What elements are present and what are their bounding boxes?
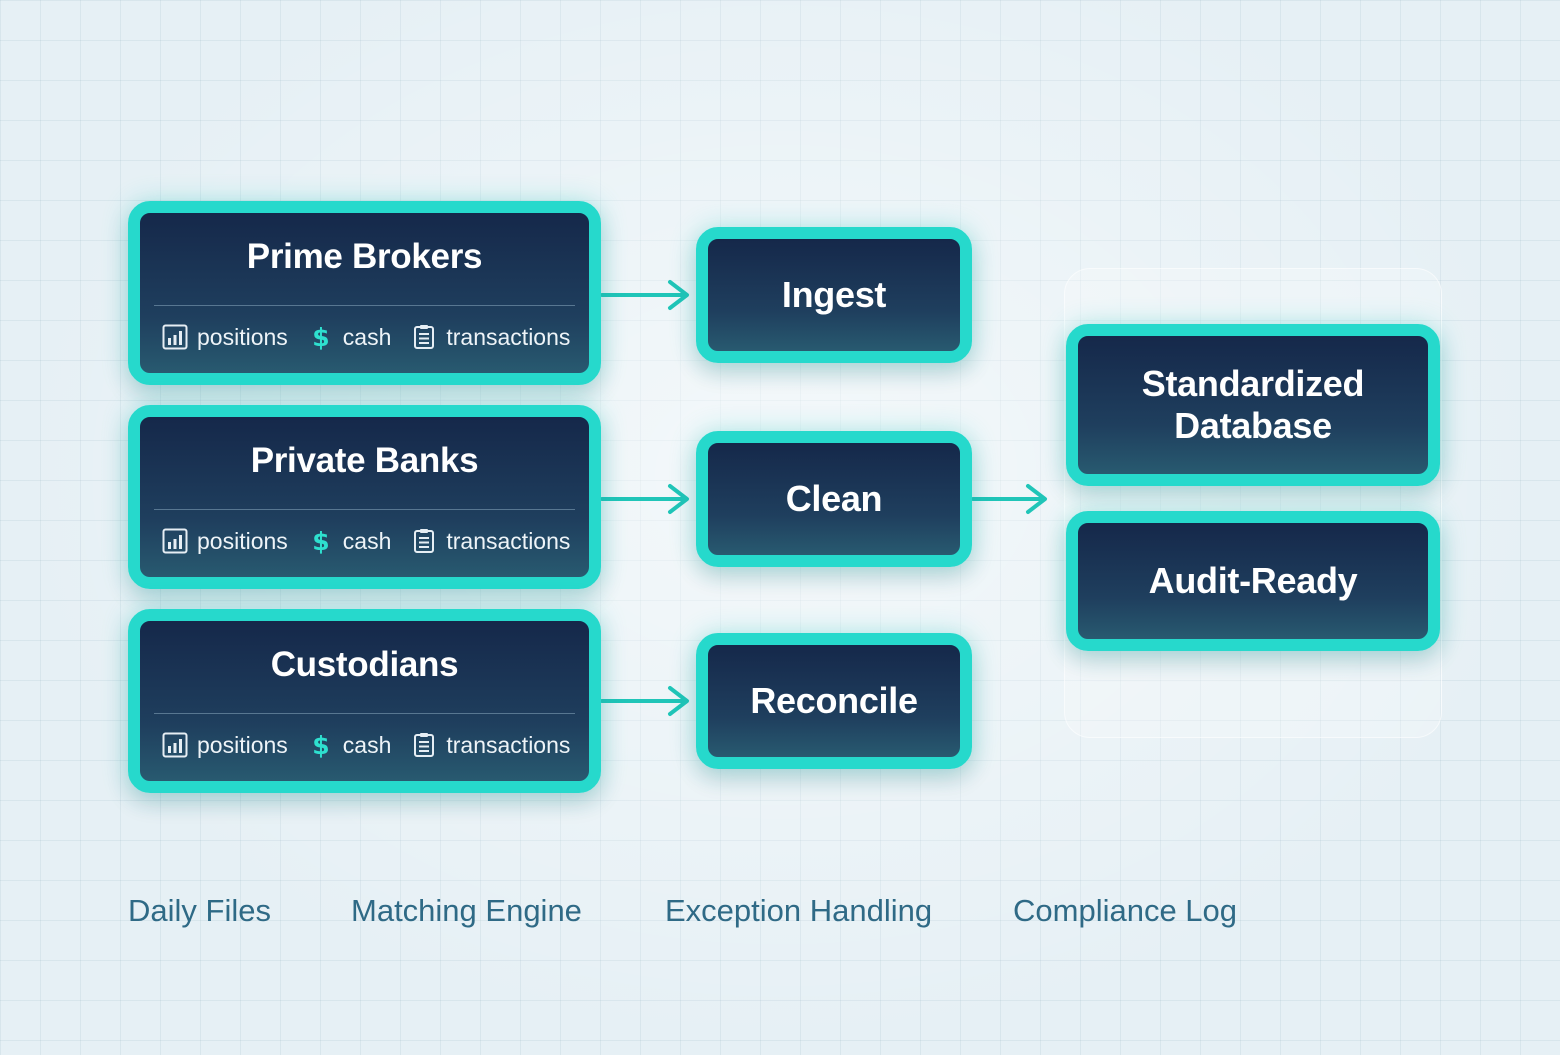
source-private-banks: Private Banks positions $ cash transacti… [128, 405, 601, 589]
source-prime-brokers: Prime Brokers positions $ cash transacti… [128, 201, 601, 385]
tag-label: positions [197, 323, 288, 350]
tag-cash: $ cash [308, 731, 392, 759]
source-custodians: Custodians positions $ cash transactions [128, 609, 601, 793]
source-title: Prime Brokers [246, 237, 483, 276]
bar-chart-icon [162, 528, 188, 554]
step-clean: Clean [696, 431, 972, 567]
tag-label: cash [342, 323, 392, 350]
step-label: Reconcile [750, 680, 918, 721]
tag-label: cash [342, 731, 392, 758]
tag-cash: $ cash [308, 323, 392, 351]
arrow-clean-to-outputs [971, 484, 1047, 514]
step-reconcile: Reconcile [696, 633, 972, 769]
step-label: Clean [785, 478, 883, 519]
dollar-icon: $ [308, 732, 334, 758]
svg-text:$: $ [312, 324, 329, 350]
tag-positions: positions [162, 324, 288, 351]
tag-positions: positions [162, 528, 288, 555]
bar-chart-icon [162, 732, 188, 758]
source-tags: positions $ cash transactions [162, 319, 570, 355]
tag-transactions: transactions [411, 324, 570, 351]
tag-transactions: transactions [411, 732, 570, 759]
step-ingest: Ingest [696, 227, 972, 363]
tag-transactions: transactions [411, 528, 570, 555]
output-label: Audit-Ready [1148, 560, 1358, 601]
footer-label-daily-files: Daily Files [128, 893, 271, 928]
tag-label: transactions [446, 323, 571, 350]
source-title: Private Banks [250, 441, 479, 480]
tag-label: positions [197, 731, 288, 758]
output-label: Standardized Database [1141, 363, 1365, 446]
document-list-icon [411, 732, 437, 758]
step-label: Ingest [781, 274, 887, 315]
tag-label: positions [197, 527, 288, 554]
tag-cash: $ cash [308, 527, 392, 555]
svg-text:$: $ [312, 732, 329, 758]
document-list-icon [411, 324, 437, 350]
divider [154, 713, 575, 714]
output-audit-ready: Audit-Ready [1066, 511, 1440, 651]
footer-label-exception-handling: Exception Handling [665, 893, 933, 928]
divider [154, 509, 575, 510]
divider [154, 305, 575, 306]
arrow-prime-brokers-to-ingest [600, 280, 689, 310]
document-list-icon [411, 528, 437, 554]
dollar-icon: $ [308, 324, 334, 350]
output-standardized-database: Standardized Database [1066, 324, 1440, 486]
source-title: Custodians [270, 645, 459, 684]
source-tags: positions $ cash transactions [162, 727, 570, 763]
tag-positions: positions [162, 732, 288, 759]
footer-label-matching-engine: Matching Engine [351, 893, 582, 928]
tag-label: transactions [446, 731, 571, 758]
bar-chart-icon [162, 324, 188, 350]
tag-label: cash [342, 527, 392, 554]
arrow-custodians-to-reconcile [600, 686, 689, 716]
dollar-icon: $ [308, 528, 334, 554]
arrow-private-banks-to-clean [600, 484, 689, 514]
svg-text:$: $ [312, 528, 329, 554]
source-tags: positions $ cash transactions [162, 523, 570, 559]
footer-label-compliance-log: Compliance Log [1013, 893, 1238, 928]
tag-label: transactions [446, 527, 571, 554]
